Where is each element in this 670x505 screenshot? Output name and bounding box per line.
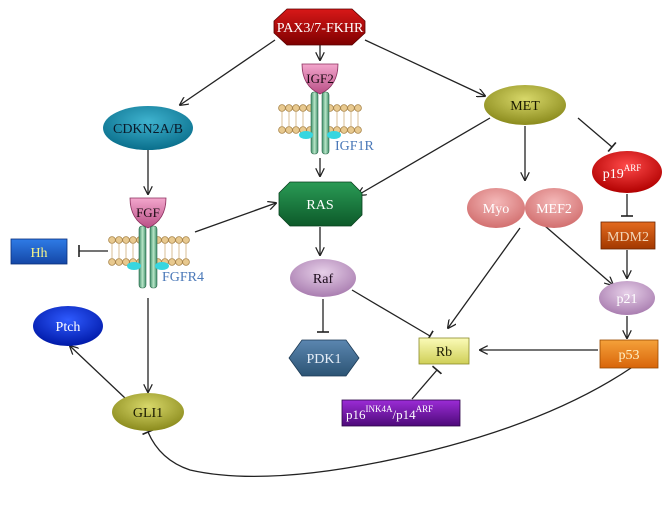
membrane-fgf bbox=[108, 236, 190, 266]
node-hh[interactable]: Hh bbox=[10, 238, 68, 265]
node-met-label: MET bbox=[510, 99, 540, 114]
fgf-receptor-complex: FGF FGFR4 bbox=[108, 197, 204, 289]
edge-pax-met bbox=[364, 39, 485, 96]
node-gli1[interactable]: GLI1 bbox=[112, 393, 184, 431]
node-p16-p14-text: p16INK4A/p14ARF bbox=[346, 404, 433, 422]
edge-p16-rb bbox=[411, 365, 443, 400]
node-igf1r[interactable]: IGF1R bbox=[299, 91, 375, 155]
node-fgfr4[interactable]: FGFR4 bbox=[127, 225, 204, 289]
edge-met-p19 bbox=[577, 117, 617, 153]
node-p19-label: p19 bbox=[603, 167, 624, 182]
node-p16-p14[interactable]: p16INK4A/p14ARF bbox=[341, 399, 461, 427]
node-p14-label: /p14 bbox=[393, 407, 417, 422]
node-cdkn[interactable]: CDKN2A/B bbox=[103, 106, 193, 150]
edge-fgfr4-ras bbox=[194, 203, 276, 233]
membrane-fgf-tails bbox=[111, 243, 187, 259]
node-raf-label: Raf bbox=[313, 272, 334, 287]
node-fgf[interactable]: FGF bbox=[129, 197, 167, 229]
edge-myo-rb bbox=[448, 227, 521, 328]
igf-receptor-complex: IGF2 IGF1R bbox=[278, 63, 375, 155]
node-ptch-label: Ptch bbox=[56, 320, 81, 335]
node-p19-text: p19ARF bbox=[603, 163, 642, 182]
node-met[interactable]: MET bbox=[484, 85, 566, 125]
node-mdm2[interactable]: MDM2 bbox=[600, 221, 656, 250]
node-p16-sup: INK4A bbox=[366, 404, 393, 414]
node-pdk1-label: PDK1 bbox=[306, 352, 341, 367]
node-mef2-label: MEF2 bbox=[536, 202, 572, 217]
node-pdk1[interactable]: PDK1 bbox=[288, 339, 360, 377]
node-gli1-label: GLI1 bbox=[133, 406, 163, 421]
node-p53-label: p53 bbox=[619, 348, 640, 363]
edge-myo-p21 bbox=[544, 225, 613, 285]
node-myo-mef2[interactable]: Myo MEF2 bbox=[467, 188, 583, 228]
node-ptch[interactable]: Ptch bbox=[33, 306, 103, 346]
node-p19[interactable]: p19ARF bbox=[592, 151, 662, 193]
node-rb-label: Rb bbox=[436, 345, 452, 360]
edge-p53-gli1 bbox=[142, 365, 635, 478]
node-fgfr4-label: FGFR4 bbox=[162, 270, 204, 285]
node-p21-label: p21 bbox=[617, 292, 638, 307]
node-igf2-label: IGF2 bbox=[306, 71, 333, 86]
node-myo-label: Myo bbox=[483, 202, 509, 217]
membrane-igf bbox=[278, 104, 362, 134]
node-rb[interactable]: Rb bbox=[418, 337, 470, 365]
edges bbox=[70, 39, 635, 478]
node-pax[interactable]: PAX3/7-FKHR bbox=[273, 8, 366, 46]
node-hh-label: Hh bbox=[30, 246, 47, 261]
node-fgf-label: FGF bbox=[136, 205, 160, 220]
node-p14-sup: ARF bbox=[416, 404, 434, 414]
node-ras-label: RAS bbox=[306, 198, 333, 213]
node-cdkn-label: CDKN2A/B bbox=[113, 122, 183, 137]
node-igf1r-label: IGF1R bbox=[335, 139, 375, 154]
membrane-igf-tails bbox=[281, 111, 359, 127]
edge-gli1-ptch bbox=[70, 346, 126, 399]
node-p21[interactable]: p21 bbox=[599, 281, 655, 315]
edge-met-ras bbox=[358, 117, 491, 195]
node-ras[interactable]: RAS bbox=[278, 181, 363, 227]
node-raf[interactable]: Raf bbox=[290, 259, 356, 297]
edge-raf-rb bbox=[351, 289, 434, 342]
edge-pax-cdkn bbox=[180, 39, 276, 105]
node-p19-sup: ARF bbox=[624, 163, 642, 173]
node-p16-label: p16 bbox=[346, 407, 366, 422]
node-igf2[interactable]: IGF2 bbox=[301, 63, 339, 95]
node-mdm2-label: MDM2 bbox=[607, 230, 649, 245]
node-p53[interactable]: p53 bbox=[599, 339, 659, 369]
node-pax-label: PAX3/7-FKHR bbox=[277, 21, 364, 36]
